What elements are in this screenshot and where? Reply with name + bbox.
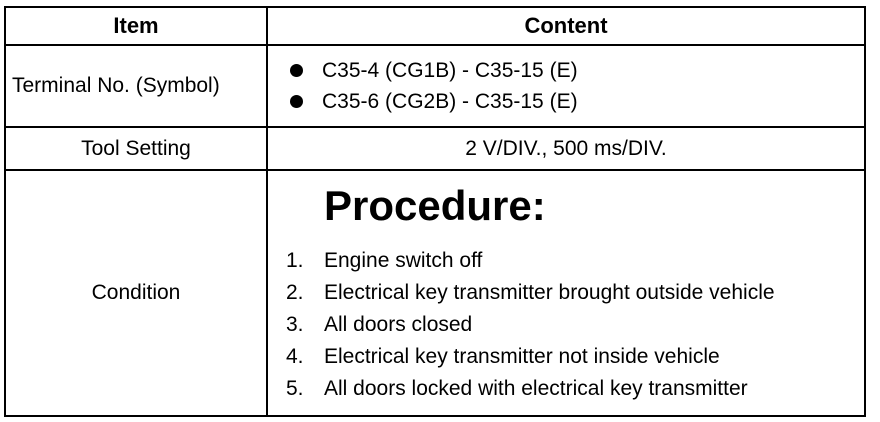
header-item: Item xyxy=(4,6,268,46)
step-text: All doors locked with electrical key tra… xyxy=(324,377,748,400)
list-item: 4. Electrical key transmitter not inside… xyxy=(286,341,864,373)
procedure-steps: 1. Engine switch off 2. Electrical key t… xyxy=(286,245,864,405)
terminal-item-2: C35-6 (CG2B) - C35-15 (E) xyxy=(322,90,578,113)
tool-setting-label: Tool Setting xyxy=(4,126,268,171)
bullet-icon xyxy=(290,95,303,108)
bullet-icon xyxy=(290,64,303,77)
terminal-label: Terminal No. (Symbol) xyxy=(4,44,268,128)
header-content: Content xyxy=(266,6,866,46)
list-item: 5. All doors locked with electrical key … xyxy=(286,373,864,405)
table-header-row: Item Content xyxy=(4,6,866,46)
step-number: 2. xyxy=(286,281,304,304)
procedure-block: Procedure: 1. Engine switch off 2. Elect… xyxy=(268,181,864,405)
tool-setting-value: 2 V/DIV., 500 ms/DIV. xyxy=(266,126,866,171)
terminal-item-1: C35-4 (CG1B) - C35-15 (E) xyxy=(322,59,578,82)
step-number: 5. xyxy=(286,377,304,400)
condition-label: Condition xyxy=(4,169,268,417)
inspection-table: Item Content Terminal No. (Symbol) C35-4… xyxy=(4,6,866,417)
step-text: Electrical key transmitter brought outsi… xyxy=(324,281,775,304)
step-number: 1. xyxy=(286,249,304,272)
procedure-title: Procedure: xyxy=(324,182,546,229)
list-item: 2. Electrical key transmitter brought ou… xyxy=(286,277,864,309)
table-row-condition: Condition Procedure: 1. Engine switch of… xyxy=(4,169,866,417)
table-row-terminal: Terminal No. (Symbol) C35-4 (CG1B) - C35… xyxy=(4,44,866,128)
list-item: 3. All doors closed xyxy=(286,309,864,341)
list-item: C35-6 (CG2B) - C35-15 (E) xyxy=(290,86,864,117)
list-item: 1. Engine switch off xyxy=(286,245,864,277)
table-row-tool-setting: Tool Setting 2 V/DIV., 500 ms/DIV. xyxy=(4,126,866,171)
step-number: 3. xyxy=(286,313,304,336)
condition-content: Procedure: 1. Engine switch off 2. Elect… xyxy=(266,169,866,417)
terminal-content: C35-4 (CG1B) - C35-15 (E) C35-6 (CG2B) -… xyxy=(266,44,866,128)
step-number: 4. xyxy=(286,345,304,368)
step-text: Electrical key transmitter not inside ve… xyxy=(324,345,720,368)
terminal-list: C35-4 (CG1B) - C35-15 (E) C35-6 (CG2B) -… xyxy=(268,55,864,117)
step-text: All doors closed xyxy=(324,313,473,336)
step-text: Engine switch off xyxy=(324,249,483,272)
list-item: C35-4 (CG1B) - C35-15 (E) xyxy=(290,55,864,86)
